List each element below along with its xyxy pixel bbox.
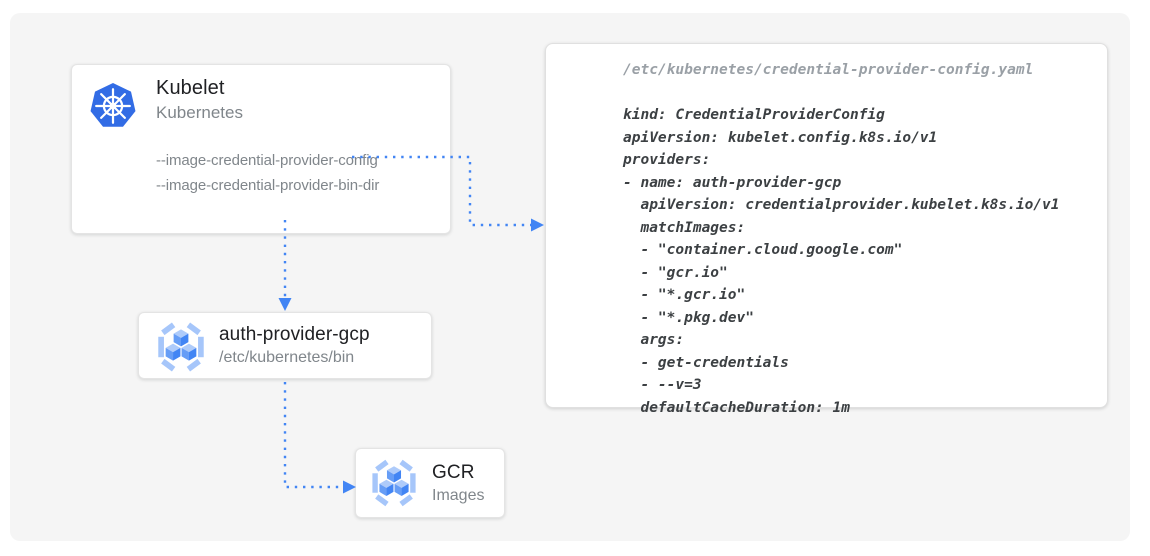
auth-provider-title: auth-provider-gcp bbox=[219, 324, 370, 345]
gcr-registry-icon bbox=[158, 322, 204, 372]
node-kubelet: Kubelet Kubernetes --image-credential-pr… bbox=[71, 64, 451, 234]
config-file-path: /etc/kubernetes/credential-provider-conf… bbox=[623, 62, 1034, 78]
kubelet-title: Kubelet bbox=[156, 77, 225, 99]
kubelet-flag-bin-dir: --image-credential-provider-bin-dir bbox=[156, 177, 380, 194]
node-auth-provider-gcp: auth-provider-gcp /etc/kubernetes/bin bbox=[138, 312, 432, 379]
gcr-title: GCR bbox=[432, 462, 475, 483]
node-gcr: GCR Images bbox=[355, 448, 505, 518]
config-yaml-code: kind: CredentialProviderConfig apiVersio… bbox=[623, 107, 1060, 416]
gcr-registry-icon bbox=[372, 459, 416, 507]
kubernetes-helm-icon bbox=[90, 82, 136, 127]
kubelet-subtitle: Kubernetes bbox=[156, 103, 243, 122]
auth-provider-subtitle: /etc/kubernetes/bin bbox=[219, 349, 355, 366]
gcr-subtitle: Images bbox=[432, 487, 485, 504]
kubelet-flag-config: --image-credential-provider-config bbox=[156, 152, 378, 169]
kubelet-flags: --image-credential-provider-config --ima… bbox=[156, 148, 379, 198]
credential-provider-config-panel: /etc/kubernetes/credential-provider-conf… bbox=[545, 43, 1108, 416]
